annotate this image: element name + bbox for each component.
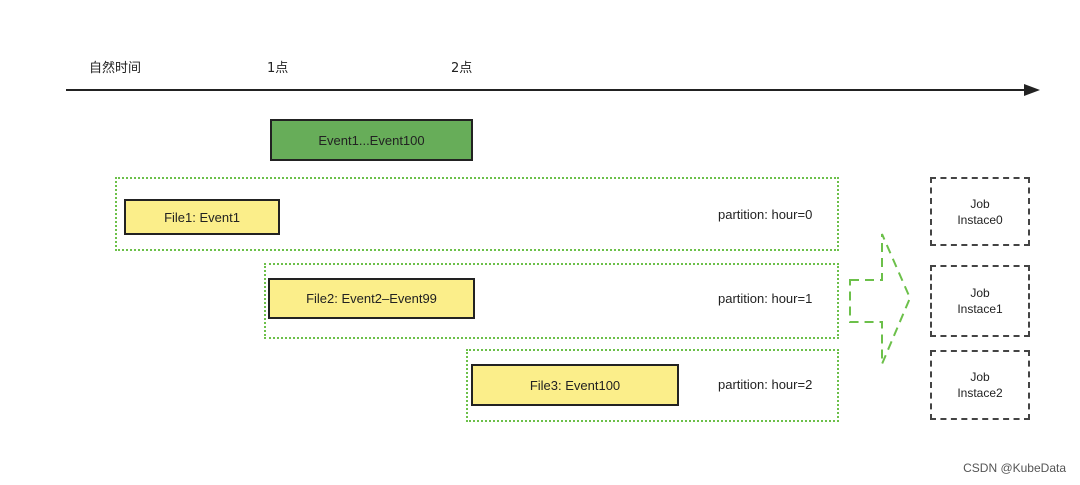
file2-label: File2: Event2–Event99: [306, 291, 437, 306]
event-range-box: Event1...Event100: [270, 119, 473, 161]
file3-box: File3: Event100: [471, 364, 679, 406]
job-instance-0: Job Instace0: [930, 177, 1030, 246]
watermark: CSDN @KubeData: [963, 461, 1066, 475]
job-instance-1: Job Instace1: [930, 265, 1030, 337]
file2-box: File2: Event2–Event99: [268, 278, 475, 319]
job-instance-0-line2: Instace0: [957, 212, 1003, 227]
job-instance-1-line2: Instace1: [957, 302, 1003, 316]
event-range-label: Event1...Event100: [318, 132, 425, 148]
job-instance-1-line1: Job: [970, 286, 990, 300]
timeline-label-2: 2点: [451, 61, 473, 76]
file3-label: File3: Event100: [529, 377, 621, 393]
partition-hour-2-label: partition: hour=2: [718, 377, 813, 392]
dispatch-arrow: [849, 233, 912, 365]
partition-hour-0: [115, 177, 839, 251]
partition-hour-1-label: partition: hour=1: [718, 291, 813, 306]
partition-hour-0-label: partition: hour=0: [718, 207, 813, 222]
job-instance-2: Job Instace2: [930, 350, 1030, 420]
timeline-label-natural-time: 自然时间: [89, 61, 142, 76]
partition-hour-2: [466, 349, 839, 422]
job-instance-0-line1: Job: [970, 196, 990, 211]
timeline-arrowhead: [1024, 84, 1040, 96]
job-instance-2-line2: Instace2: [957, 386, 1003, 400]
file1-box: File1: Event1: [124, 199, 280, 235]
partition-hour-1: [264, 263, 839, 339]
timeline-label-1: 1点: [267, 61, 289, 76]
file1-label: File1: Event1: [164, 209, 240, 225]
job-instance-2-line1: Job: [970, 370, 990, 384]
